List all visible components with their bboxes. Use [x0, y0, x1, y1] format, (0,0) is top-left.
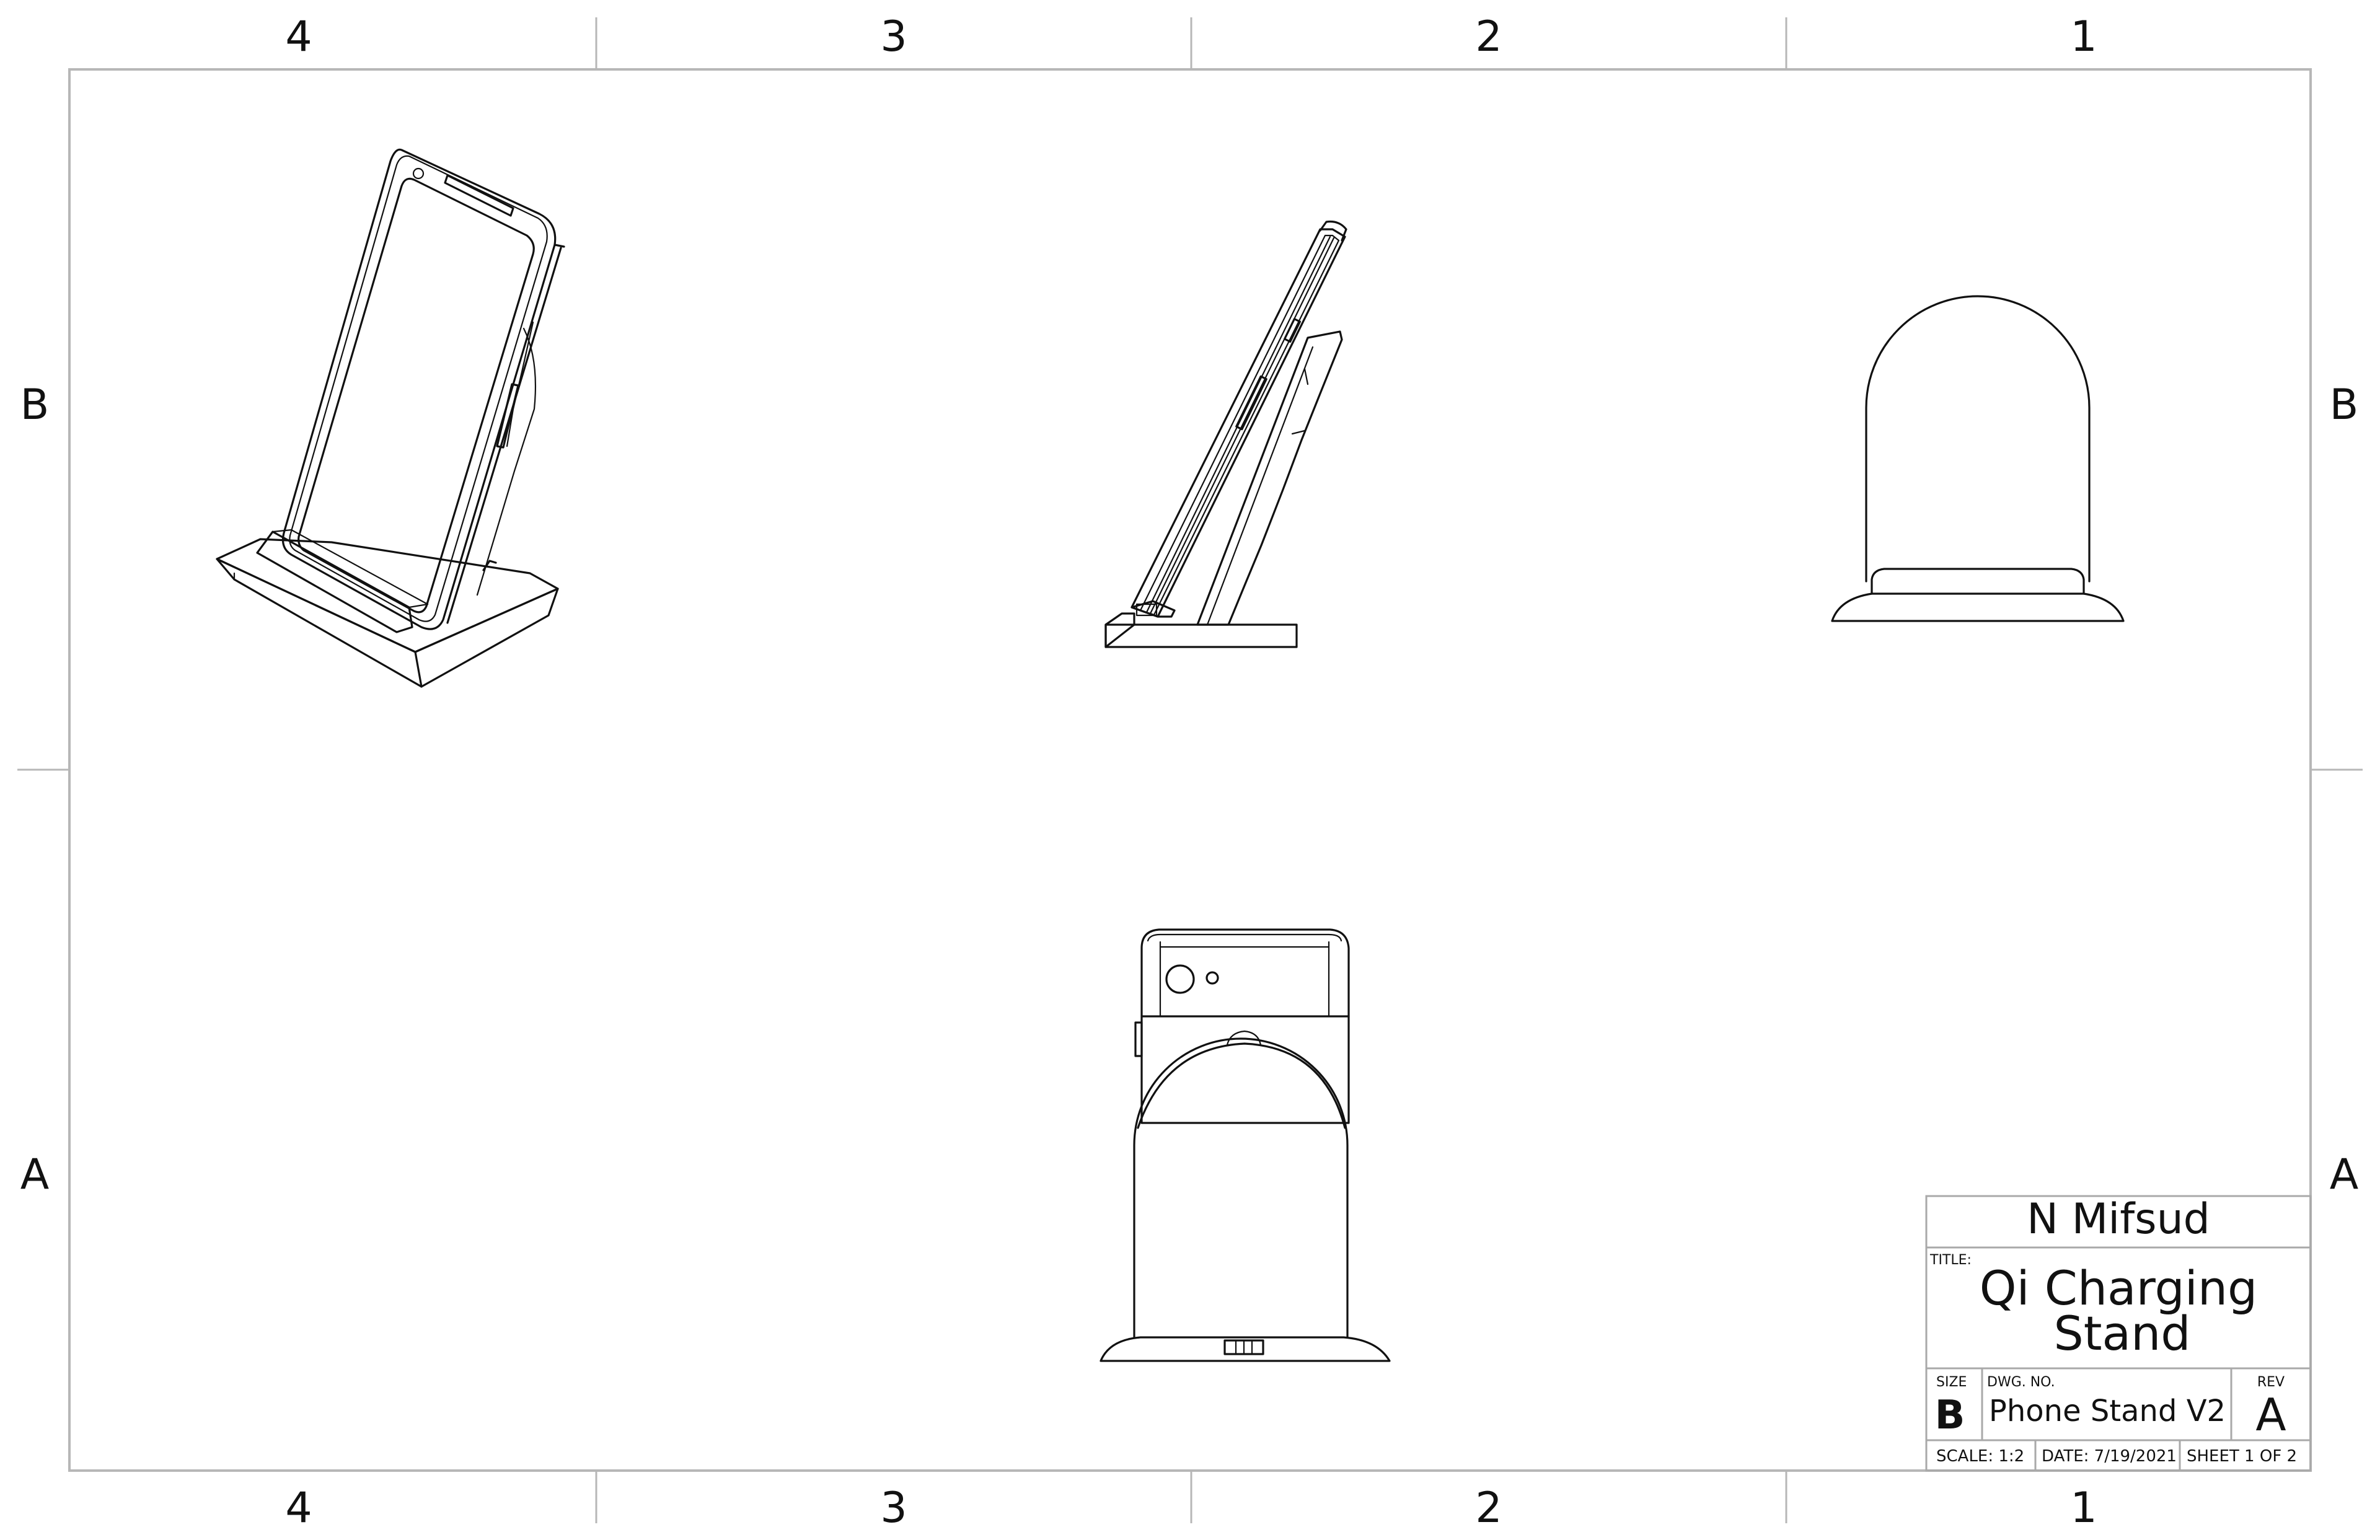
zone-row-b-left: B	[20, 381, 50, 429]
back-view	[1831, 295, 2125, 622]
zone-col-1-bottom: 1	[2070, 1484, 2097, 1533]
dwg-no-label: DWG. NO.	[1987, 1375, 2055, 1390]
zone-ticks	[17, 17, 2363, 1523]
date-text: DATE: 7/19/2021	[2042, 1447, 2177, 1466]
size-value: B	[1935, 1393, 1965, 1438]
title-line-1: Qi Charging	[1980, 1261, 2258, 1316]
company-name: N Mifsud	[2027, 1195, 2210, 1244]
rev-value: A	[2255, 1389, 2286, 1441]
size-label: SIZE	[1936, 1375, 1967, 1390]
drawing-border	[68, 68, 2312, 1472]
zone-col-4-top: 4	[285, 12, 312, 61]
zone-col-2-bottom: 2	[1475, 1484, 1502, 1533]
side-view	[1104, 220, 1347, 648]
title-label: TITLE:	[1929, 1252, 1972, 1268]
scale-text: SCALE: 1:2	[1936, 1447, 2024, 1466]
title-line-2: Stand	[2053, 1306, 2190, 1361]
zone-row-b-right: B	[2330, 381, 2359, 429]
zone-row-a-left: A	[20, 1150, 50, 1199]
zone-col-3-bottom: 3	[880, 1484, 907, 1533]
front-view	[1100, 928, 1391, 1362]
zone-col-2-top: 2	[1475, 12, 1502, 61]
dwg-no-value: Phone Stand V2	[1989, 1394, 2226, 1428]
title-block: N Mifsud TITLE: Qi Charging Stand SIZE B…	[1925, 1195, 2312, 1472]
zone-col-1-top: 1	[2070, 12, 2097, 61]
sheet-text: SHEET 1 OF 2	[2187, 1447, 2297, 1466]
isometric-view	[216, 148, 565, 688]
zone-row-a-right: A	[2330, 1150, 2359, 1199]
zone-col-3-top: 3	[880, 12, 907, 61]
rev-label: REV	[2257, 1375, 2285, 1390]
zone-col-4-bottom: 4	[285, 1484, 312, 1533]
